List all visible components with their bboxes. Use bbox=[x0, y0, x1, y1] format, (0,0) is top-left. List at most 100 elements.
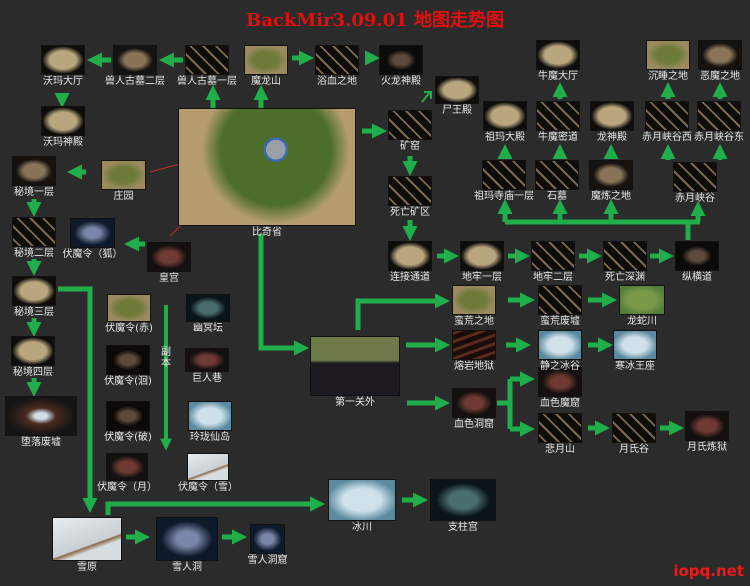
map-thumbnail[interactable] bbox=[645, 101, 689, 131]
map-thumbnail[interactable] bbox=[590, 101, 634, 131]
map-thumbnail[interactable] bbox=[388, 176, 432, 206]
map-thumbnail[interactable] bbox=[613, 330, 657, 360]
map-thumbnail[interactable] bbox=[101, 160, 146, 190]
map-node[interactable]: 矿窑 bbox=[388, 110, 432, 152]
map-node[interactable]: 祖玛大殿 bbox=[483, 101, 527, 143]
map-node[interactable]: 祖玛寺庙一层 bbox=[474, 160, 534, 202]
map-thumbnail[interactable] bbox=[106, 453, 148, 481]
map-thumbnail[interactable] bbox=[11, 336, 55, 366]
map-node[interactable]: 伏魔令（月） bbox=[97, 453, 157, 493]
map-thumbnail[interactable] bbox=[536, 101, 580, 131]
map-thumbnail[interactable] bbox=[619, 285, 665, 315]
map-node[interactable]: 熔岩地狱 bbox=[452, 330, 496, 372]
map-thumbnail[interactable] bbox=[185, 348, 229, 372]
map-node[interactable]: 沃玛大厅 bbox=[41, 45, 85, 87]
map-thumbnail[interactable] bbox=[698, 40, 742, 70]
map-thumbnail[interactable] bbox=[452, 330, 496, 360]
map-thumbnail[interactable] bbox=[328, 479, 396, 521]
map-thumbnail[interactable] bbox=[113, 45, 157, 75]
map-thumbnail[interactable] bbox=[452, 285, 496, 315]
map-node[interactable]: 死亡矿区 bbox=[388, 176, 432, 218]
map-thumbnail[interactable] bbox=[379, 45, 423, 75]
map-node[interactable]: 第一关外 bbox=[310, 336, 400, 408]
map-node[interactable]: 幽冥坛 bbox=[186, 294, 230, 334]
map-node[interactable]: 沃玛神殿 bbox=[41, 106, 85, 148]
map-thumbnail[interactable] bbox=[12, 156, 56, 186]
map-thumbnail[interactable] bbox=[244, 45, 288, 75]
map-node[interactable]: 雪人洞 bbox=[156, 517, 218, 573]
map-node[interactable]: 牛魔密道 bbox=[536, 101, 580, 143]
map-thumbnail[interactable] bbox=[536, 40, 580, 70]
map-thumbnail[interactable] bbox=[535, 160, 579, 190]
map-node[interactable]: 尸王殿 bbox=[435, 76, 479, 116]
map-thumbnail[interactable] bbox=[41, 45, 85, 75]
map-node[interactable]: 蛮荒之地 bbox=[452, 285, 496, 327]
map-thumbnail[interactable] bbox=[52, 517, 122, 561]
map-thumbnail[interactable] bbox=[310, 336, 400, 396]
map-thumbnail[interactable] bbox=[589, 160, 633, 190]
map-node[interactable]: 兽人古墓一层 bbox=[177, 45, 237, 87]
map-node[interactable]: 兽人古墓二层 bbox=[105, 45, 165, 87]
map-thumbnail[interactable] bbox=[12, 276, 56, 306]
map-node[interactable]: 蛮荒废墟 bbox=[538, 285, 582, 327]
map-node[interactable]: 支柱宫 bbox=[430, 479, 496, 533]
map-thumbnail[interactable] bbox=[612, 413, 656, 443]
map-thumbnail[interactable] bbox=[5, 396, 77, 436]
map-thumbnail[interactable] bbox=[460, 241, 504, 271]
map-node[interactable]: 赤月峡谷 bbox=[673, 162, 717, 204]
map-thumbnail[interactable] bbox=[538, 367, 582, 397]
map-node[interactable]: 静之冰谷 bbox=[538, 330, 582, 372]
map-node[interactable]: 秘境二层 bbox=[12, 217, 56, 259]
map-thumbnail[interactable] bbox=[186, 294, 230, 322]
map-thumbnail[interactable] bbox=[106, 345, 150, 375]
map-node[interactable]: 火龙神殿 bbox=[379, 45, 423, 87]
map-thumbnail[interactable] bbox=[147, 242, 191, 272]
map-node[interactable]: 伏魔令（雪） bbox=[178, 453, 238, 493]
map-thumbnail[interactable] bbox=[483, 101, 527, 131]
map-thumbnail[interactable] bbox=[452, 388, 496, 418]
map-node[interactable]: 巨人巷 bbox=[185, 348, 229, 384]
map-node[interactable]: 庄园 bbox=[101, 160, 146, 202]
map-thumbnail[interactable] bbox=[435, 76, 479, 104]
map-node[interactable]: 雪人洞窟 bbox=[248, 524, 288, 566]
map-node[interactable]: 恶魔之地 bbox=[698, 40, 742, 82]
map-node[interactable]: 冰川 bbox=[328, 479, 396, 533]
map-thumbnail[interactable] bbox=[673, 162, 717, 192]
map-node[interactable]: 伏魔令(洄) bbox=[104, 345, 152, 387]
map-node[interactable]: 血色魔窟 bbox=[538, 367, 582, 409]
map-thumbnail[interactable] bbox=[538, 285, 582, 315]
map-node[interactable]: 地牢二层 bbox=[531, 241, 575, 283]
map-node[interactable]: 皇宫 bbox=[147, 242, 191, 284]
map-node[interactable]: 魔炼之地 bbox=[589, 160, 633, 202]
map-node[interactable]: 秘境四层 bbox=[11, 336, 55, 378]
map-node[interactable]: 纵横道 bbox=[675, 241, 719, 283]
map-thumbnail[interactable] bbox=[106, 401, 150, 431]
map-thumbnail[interactable] bbox=[646, 40, 690, 70]
map-thumbnail[interactable] bbox=[685, 411, 729, 441]
map-node[interactable]: 龙蛇川 bbox=[619, 285, 665, 327]
map-node[interactable]: 秘境一层 bbox=[12, 156, 56, 198]
map-node[interactable]: 石墓 bbox=[535, 160, 579, 202]
map-thumbnail[interactable] bbox=[315, 45, 359, 75]
map-node[interactable]: 比奇省 bbox=[178, 108, 356, 238]
map-node[interactable]: 伏魔令(赤) bbox=[105, 294, 153, 334]
map-thumbnail[interactable] bbox=[107, 294, 151, 322]
map-node[interactable]: 牛魔大厅 bbox=[536, 40, 580, 82]
map-thumbnail[interactable] bbox=[675, 241, 719, 271]
map-node[interactable]: 月氏谷 bbox=[612, 413, 656, 455]
map-node[interactable]: 沉睡之地 bbox=[646, 40, 690, 82]
map-thumbnail[interactable] bbox=[187, 453, 229, 481]
map-node[interactable]: 龙神殿 bbox=[590, 101, 634, 143]
map-node[interactable]: 堕落废墟 bbox=[5, 396, 77, 448]
map-node[interactable]: 死亡深渊 bbox=[603, 241, 647, 283]
map-thumbnail[interactable] bbox=[178, 108, 356, 226]
map-node[interactable]: 地牢一层 bbox=[460, 241, 504, 283]
map-node[interactable]: 血色洞窟 bbox=[452, 388, 496, 430]
map-node[interactable]: 月氏炼狱 bbox=[685, 411, 729, 453]
map-thumbnail[interactable] bbox=[482, 160, 526, 190]
map-thumbnail[interactable] bbox=[388, 110, 432, 140]
map-thumbnail[interactable] bbox=[430, 479, 496, 521]
map-node[interactable]: 魔龙山 bbox=[244, 45, 288, 87]
map-thumbnail[interactable] bbox=[538, 330, 582, 360]
map-thumbnail[interactable] bbox=[603, 241, 647, 271]
